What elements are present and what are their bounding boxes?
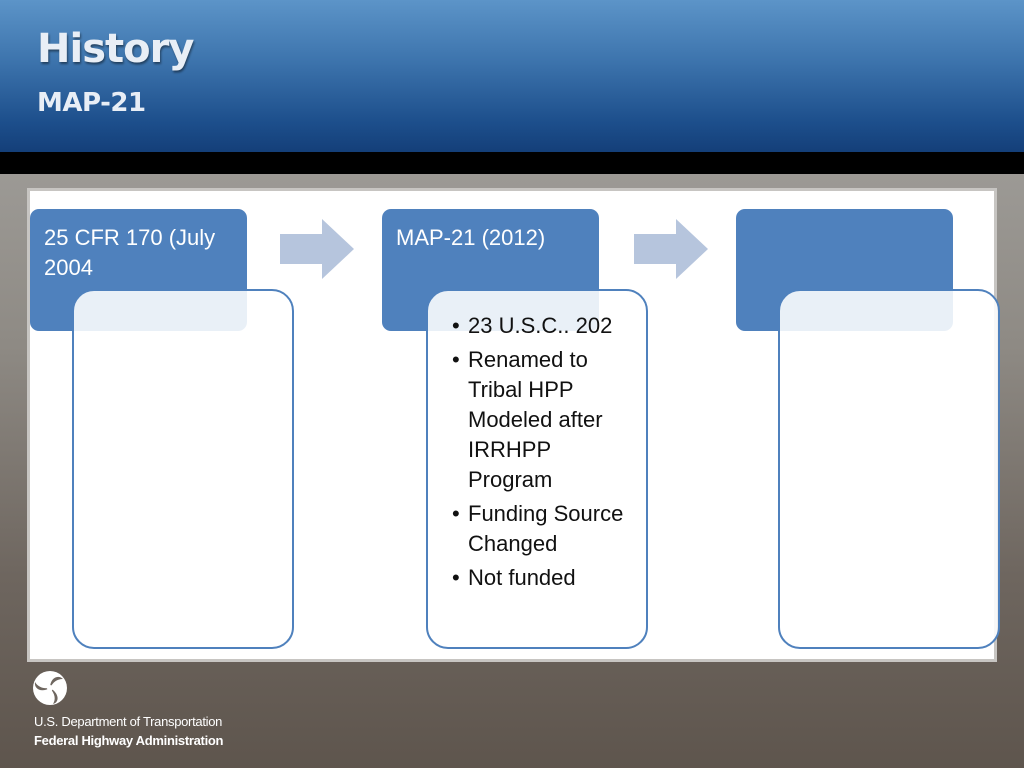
slide-title: History (37, 26, 194, 72)
slide-header: History MAP-21 (0, 0, 1024, 152)
list-item: •Funding Source Changed (452, 501, 624, 556)
arrow-right-icon (280, 219, 354, 279)
stage-list-1 (74, 291, 292, 311)
department-name: U.S. Department of Transportation (34, 714, 223, 729)
list-item: •23 U.S.C.. 202 (452, 311, 636, 341)
list-item: •Not funded (452, 563, 636, 593)
stage-card-2: •23 U.S.C.. 202 •Renamed to Tribal HPP M… (426, 289, 648, 649)
process-diagram: 25 CFR 170 (July 2004 MAP-21 (2012) •23 … (27, 188, 1000, 662)
bullet-icon: • (452, 313, 460, 338)
stage-label-1: 25 CFR 170 (July 2004 (44, 225, 216, 280)
stage-card-3 (778, 289, 1000, 649)
bullet-icon: • (452, 501, 460, 526)
stage-card-1 (72, 289, 294, 649)
dot-triskelion-icon (33, 671, 67, 705)
bullet-icon: • (452, 565, 460, 590)
slide-subtitle: MAP-21 (37, 88, 146, 118)
stage-label-2: MAP-21 (2012) (396, 225, 546, 250)
bullet-icon: • (452, 347, 460, 372)
arrow-right-icon (634, 219, 708, 279)
administration-name: Federal Highway Administration (34, 733, 224, 748)
stage-list-3 (780, 291, 998, 311)
stage-list-2: •23 U.S.C.. 202 •Renamed to Tribal HPP M… (428, 291, 646, 593)
list-item: •Renamed to Tribal HPP Modeled after IRR… (452, 347, 603, 492)
header-divider-bar (0, 152, 1024, 174)
